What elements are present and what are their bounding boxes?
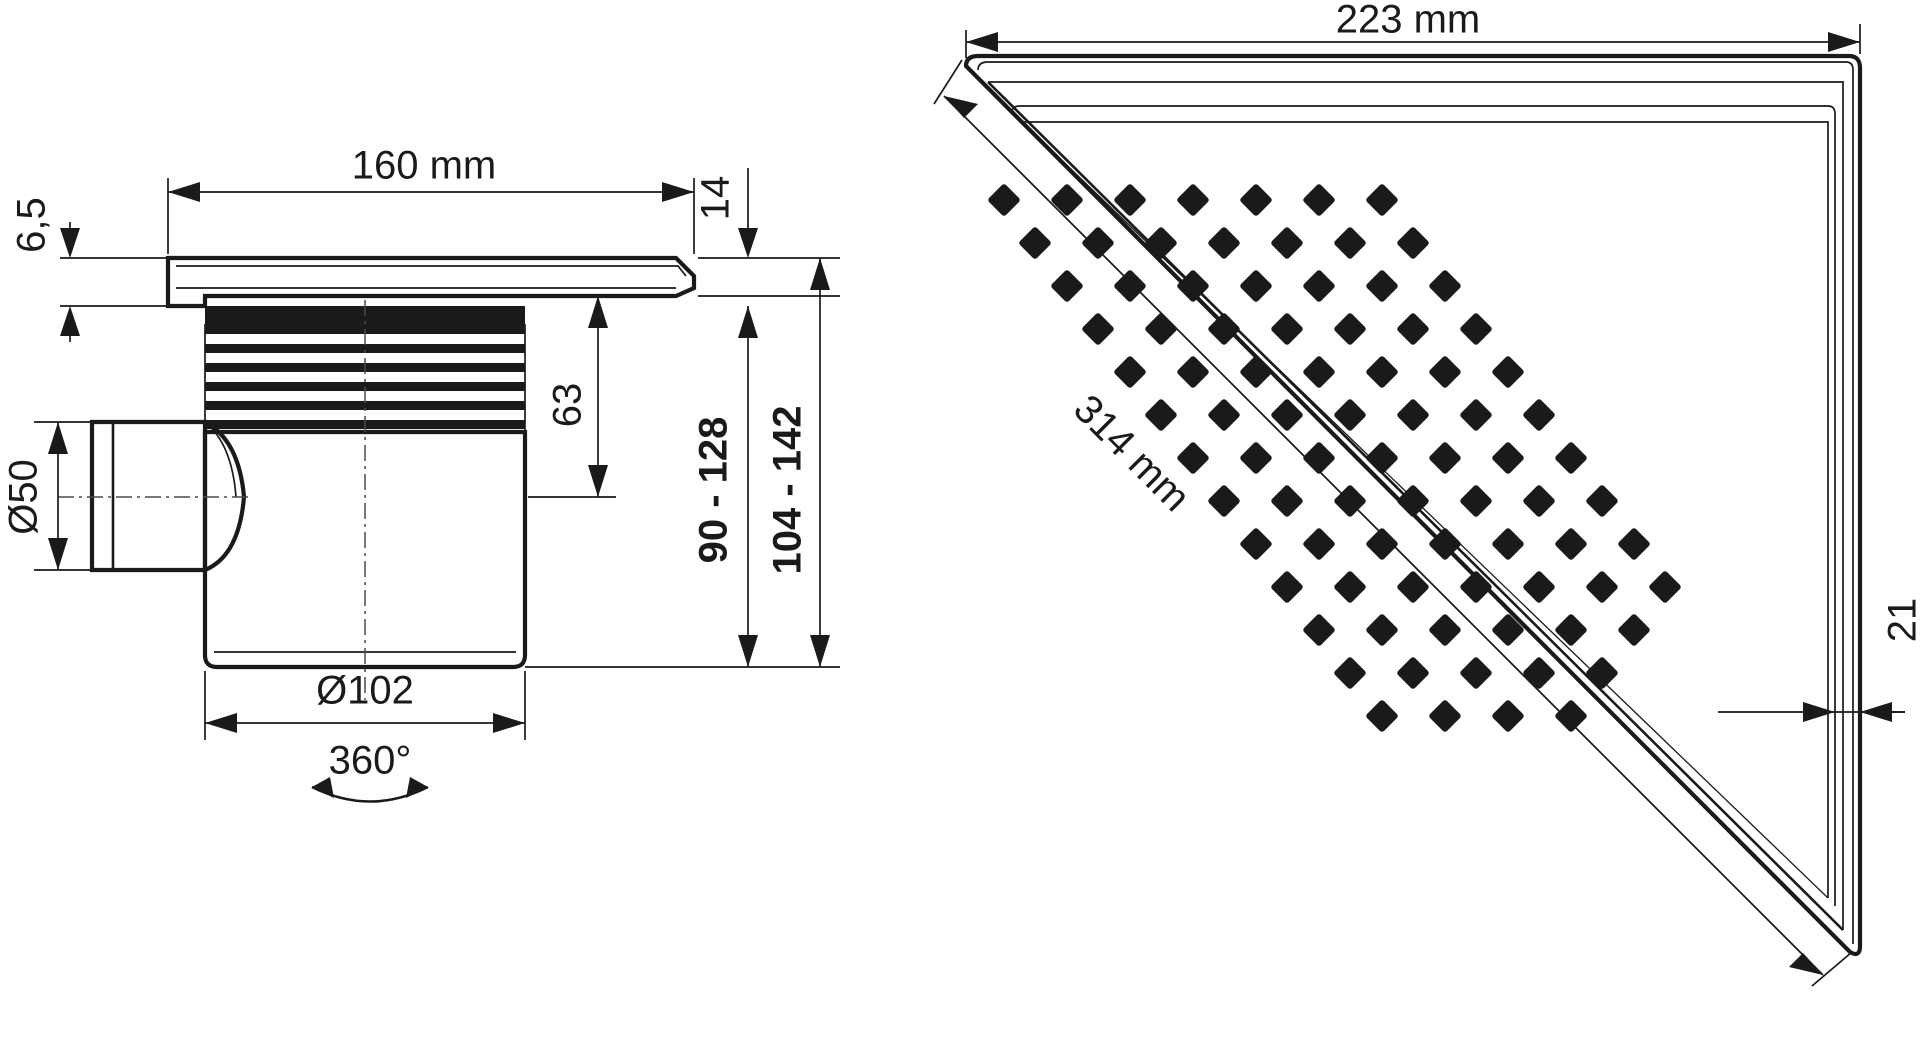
plan-view-group: 223 mm 314 mm 21 xyxy=(933,0,1925,987)
dim-label-160mm: 160 mm xyxy=(352,144,497,188)
dimension-body-diameter: Ø102 xyxy=(204,669,526,740)
dimension-side-223: 223 mm xyxy=(965,0,1861,58)
dim-label-104-142: 104 - 142 xyxy=(766,405,810,574)
grate-perforation-pattern xyxy=(987,183,1682,733)
dimension-frame-width-21: 21 xyxy=(1718,598,1925,722)
dimension-body-height: 63 xyxy=(528,295,616,498)
dim-label-223mm: 223 mm xyxy=(1336,0,1481,42)
dimension-range-90-128: 90 - 128 xyxy=(525,306,840,668)
dimension-flange-thickness: 6,5 xyxy=(10,197,170,342)
dim-label-314mm: 314 mm xyxy=(1065,387,1198,520)
dim-label-360deg: 360° xyxy=(329,739,412,783)
dimension-outlet-diameter: Ø50 xyxy=(2,421,90,571)
flange-plate xyxy=(165,255,697,309)
dimension-cover-height: 14 xyxy=(694,168,840,297)
rotation-symbol-360: 360° xyxy=(311,739,429,803)
outlet-pipe xyxy=(89,419,247,573)
section-view-group: 6,5 160 mm 63 xyxy=(2,144,840,803)
dimension-flange-width: 160 mm xyxy=(167,144,695,254)
dim-label-6-5: 6,5 xyxy=(10,197,54,253)
grate-outer-frame xyxy=(963,53,1863,957)
dim-label-d102: Ø102 xyxy=(316,669,414,713)
dim-label-63: 63 xyxy=(546,383,590,428)
dimension-range-104-142: 104 - 142 xyxy=(766,258,830,667)
dim-label-90-128: 90 - 128 xyxy=(692,417,736,564)
dim-label-21: 21 xyxy=(1881,598,1925,643)
dim-label-d50: Ø50 xyxy=(2,459,46,535)
dim-label-14: 14 xyxy=(694,176,738,221)
